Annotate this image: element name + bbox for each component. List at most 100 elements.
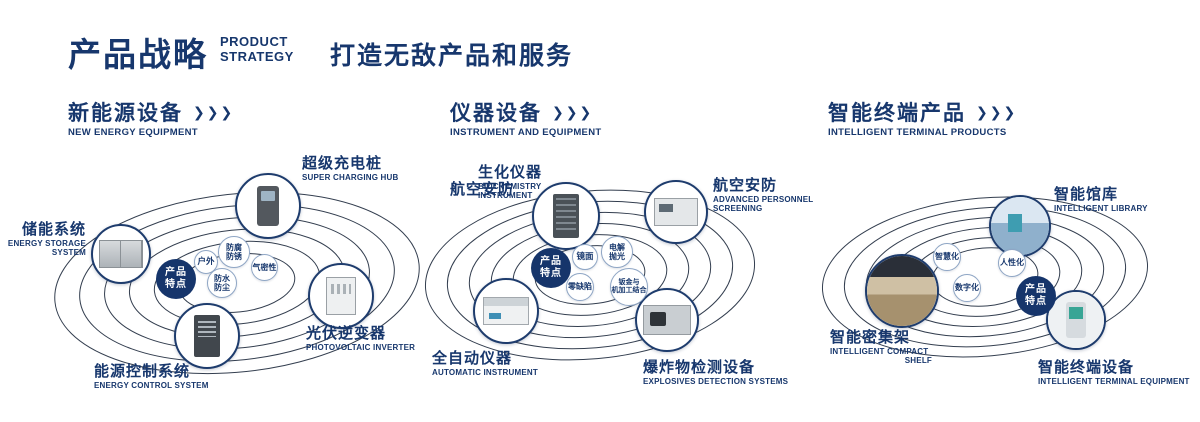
section-header: 智能终端产品 ❯❯❯ — [828, 97, 1017, 127]
product-name: 爆炸物检测设备 — [643, 359, 756, 376]
product-name-en-line2: SYSTEM — [51, 248, 86, 257]
product-name-en: INTELLIGENT LIBRARY — [1054, 204, 1148, 213]
feature-bubble-waterproof: 防水 防尘 — [207, 268, 237, 298]
badge-line2: 特点 — [1025, 296, 1047, 307]
product-name: 光伏逆变器 — [306, 325, 387, 342]
product-node-energy-control — [174, 303, 240, 369]
product-label-intelligent-library: 智能馆库 INTELLIGENT LIBRARY — [1054, 183, 1148, 213]
automatic-instrument-image — [483, 297, 529, 325]
product-node-personnel-screening — [644, 180, 708, 244]
feature-bubble-humanized: 人性化 — [998, 249, 1026, 277]
product-name-en-line2: INSTRUMENT — [478, 191, 533, 200]
product-label-pv-inverter: 光伏逆变器 PHOTOVOLTAIC INVERTER — [306, 322, 415, 352]
page-title-en-line1: PRODUCT — [220, 34, 288, 49]
feature-text: 抛光 — [609, 252, 625, 261]
feature-text: 防水 — [214, 273, 230, 283]
product-features-badge: 产品 特点 — [156, 259, 196, 299]
product-label-super-charging-hub: 超级充电桩 SUPER CHARGING HUB — [302, 152, 399, 182]
product-node-pv-inverter — [308, 263, 374, 329]
feature-text: 气密性 — [252, 262, 277, 272]
product-features-badge: 产品 特点 — [531, 248, 571, 288]
feature-text: 零缺陷 — [568, 282, 592, 292]
feature-text: 数字化 — [955, 283, 979, 293]
product-name-en: ENERGY CONTROL SYSTEM — [94, 381, 209, 390]
product-node-explosives-detection — [635, 288, 699, 352]
extra-label-aviation-security: 航空安防 — [450, 181, 515, 198]
product-label-energy-storage: 储能系统 ENERGY STORAGE SYSTEM — [0, 218, 86, 257]
compact-shelf-image — [867, 256, 937, 326]
product-name: 超级充电桩 — [302, 155, 383, 172]
feature-bubble-sheetmetal-machining: 钣金与 机加工结合 — [610, 268, 648, 306]
section-title: 新能源设备 — [68, 102, 183, 125]
product-label-energy-control: 能源控制系统 ENERGY CONTROL SYSTEM — [94, 360, 209, 390]
feature-text: 防尘 — [214, 283, 230, 292]
badge-line1: 产品 — [165, 266, 187, 278]
page-tagline: 打造无敌产品和服务 — [330, 42, 574, 70]
product-name: 航空安防 — [713, 177, 778, 194]
product-name-en: EXPLOSIVES DETECTION SYSTEMS — [643, 377, 789, 386]
product-name-en-line1: ENERGY STORAGE — [7, 239, 86, 248]
product-name-en-line1: BIOCHEMISTRY — [478, 182, 542, 191]
feature-text: 户外 — [197, 256, 215, 267]
intelligent-library-image — [991, 197, 1049, 255]
product-label-automatic-instrument: 全自动仪器 AUTOMATIC INSTRUMENT — [432, 347, 538, 377]
badge-line1: 产品 — [1025, 283, 1047, 295]
section-subtitle: INSTRUMENT AND EQUIPMENT — [450, 127, 602, 138]
product-label-terminal-equipment: 智能终端设备 INTELLIGENT TERMINAL EQUIPMENT — [1038, 356, 1190, 386]
feature-text: 钣金与 — [618, 278, 640, 286]
product-label-explosives-detection: 爆炸物检测设备 EXPLOSIVES DETECTION SYSTEMS — [643, 356, 788, 386]
product-features-badge: 产品 特点 — [1016, 276, 1056, 316]
page-title-en: PRODUCT STRATEGY — [220, 34, 294, 65]
feature-text: 防锈 — [226, 252, 242, 261]
feature-bubble-smart: 智慧化 — [933, 243, 961, 271]
product-name: 智能馆库 — [1054, 186, 1119, 203]
product-name-en-line1: INTELLIGENT COMPACT — [830, 347, 929, 356]
product-name: 生化仪器 — [478, 164, 543, 181]
feature-text: 智慧化 — [935, 252, 959, 262]
product-name: 储能系统 — [21, 221, 86, 238]
chevrons-icon: ❯❯❯ — [976, 103, 1018, 120]
product-name-en-line2: SHELF — [904, 356, 932, 365]
product-label-compact-shelf: 智能密集架 INTELLIGENT COMPACT SHELF — [830, 326, 932, 365]
product-name-en-line1: ADVANCED PERSONNEL — [713, 195, 814, 204]
feature-bubble-airtight: 气密性 — [251, 254, 278, 281]
feature-text: 人性化 — [1000, 258, 1024, 268]
page-title-en-line2: STRATEGY — [220, 48, 294, 64]
product-label-biochemistry: 生化仪器 BIOCHEMISTRY INSTRUMENT — [478, 161, 542, 200]
section-header: 新能源设备 ❯❯❯ — [68, 97, 234, 127]
section-subtitle: NEW ENERGY EQUIPMENT — [68, 127, 198, 138]
feature-text: 镜面 — [576, 251, 594, 262]
pv-inverter-image — [326, 277, 356, 315]
product-node-biochemistry — [532, 182, 600, 250]
product-node-compact-shelf — [865, 254, 939, 328]
product-name-en: INTELLIGENT TERMINAL EQUIPMENT — [1038, 377, 1190, 386]
chevrons-icon: ❯❯❯ — [193, 103, 235, 120]
product-name: 能源控制系统 — [94, 363, 191, 380]
product-name-en: AUTOMATIC INSTRUMENT — [432, 368, 538, 377]
page-title: 产品战略 — [68, 36, 208, 73]
section-title: 仪器设备 — [450, 102, 542, 125]
product-name-en: PHOTOVOLTAIC INVERTER — [306, 343, 416, 352]
section-title: 智能终端产品 — [828, 102, 966, 125]
badge-line2: 特点 — [540, 268, 562, 279]
feature-bubble-zero-defect: 零缺陷 — [566, 273, 594, 301]
product-name: 智能终端设备 — [1038, 359, 1135, 376]
section-header: 仪器设备 ❯❯❯ — [450, 97, 593, 127]
product-node-intelligent-library — [989, 195, 1051, 257]
feature-bubble-anticorrosion: 防腐 防锈 — [218, 236, 250, 268]
product-name: 全自动仪器 — [432, 350, 513, 367]
product-node-terminal-equipment — [1046, 290, 1106, 350]
product-label-personnel-screening: 航空安防 ADVANCED PERSONNEL SCREENING — [713, 174, 813, 213]
chevrons-icon: ❯❯❯ — [552, 103, 594, 120]
badge-line2: 特点 — [165, 279, 187, 290]
feature-bubble-digital: 数字化 — [953, 274, 981, 302]
biochemistry-instrument-image — [553, 194, 579, 238]
feature-text: 电解 — [609, 242, 625, 252]
feature-bubble-mirror-finish: 镜面 — [572, 244, 598, 270]
energy-control-image — [194, 315, 220, 357]
product-node-energy-storage — [91, 224, 151, 284]
explosives-detection-image — [643, 305, 691, 335]
feature-text: 机加工结合 — [611, 287, 647, 294]
product-node-super-charging-hub — [235, 173, 301, 239]
